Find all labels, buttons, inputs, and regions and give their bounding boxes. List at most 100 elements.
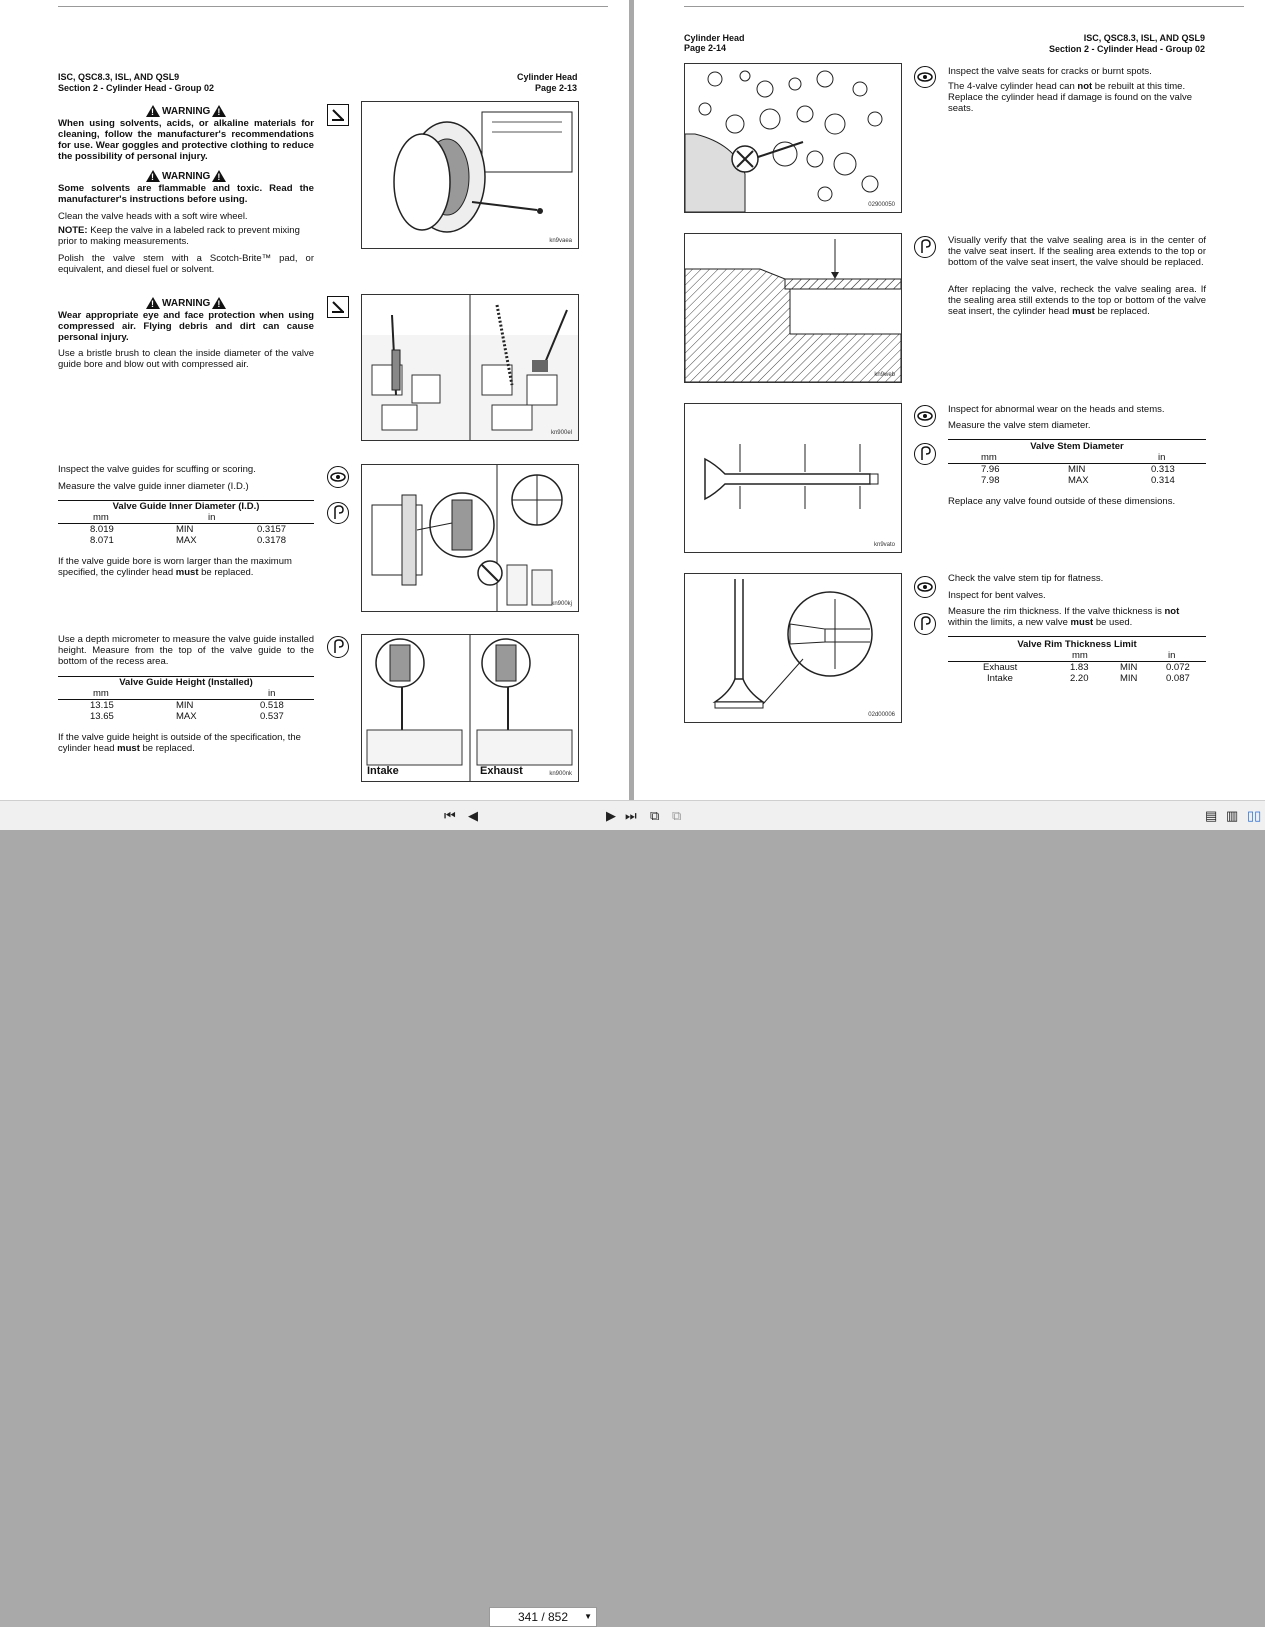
single-page-view-icon[interactable]: ▤: [1205, 808, 1218, 823]
next-page-icon[interactable]: ▶: [606, 808, 616, 823]
warning-icon: [212, 105, 227, 117]
measure-caliper-icon: [914, 236, 936, 258]
table-title: Valve Guide Height (Installed): [119, 677, 253, 688]
rim-thickness-table: Valve Rim Thickness Limit mm in Exhaust …: [948, 639, 1206, 684]
stem-diameter-table: Valve Stem Diameter mm in 7.96 MIN 0.313…: [948, 441, 1206, 486]
figure-code: kn900kj: [551, 601, 572, 607]
table-row: 13.15 MIN 0.518: [90, 700, 284, 711]
valve-rim-figure: 02d00006: [684, 573, 902, 723]
warning-heading: WARNING: [146, 105, 227, 117]
eye-inspect-icon: [327, 466, 349, 488]
figure-code: kn9vato: [873, 542, 895, 548]
intake-label: Intake: [367, 765, 399, 777]
warning-icon: [212, 170, 227, 182]
valve-seat-figure: 02900050: [684, 63, 902, 213]
wear-inspect-text: Inspect for abnormal wear on the heads a…: [948, 404, 1165, 415]
header-model: ISC, QSC8.3, ISL, AND QSL9: [58, 72, 180, 82]
measure-guide-text: Measure the valve guide inner diameter (…: [58, 481, 249, 492]
bristle-text: Use a bristle brush to clean the inside …: [58, 348, 314, 370]
table-header: mm in: [58, 512, 314, 524]
chevron-down-icon[interactable]: ▼: [584, 1612, 592, 1621]
eye-inspect-icon: [914, 405, 936, 427]
guide-bore-figure: kn900kj: [361, 464, 579, 612]
last-page-icon[interactable]: ⏭: [625, 808, 637, 823]
figure-code: kn900el: [550, 430, 572, 436]
table-row: 7.98 MAX 0.314: [981, 475, 1175, 486]
viewer-toolbar: ⏮ ◀ 341 / 852 ▼ ▶ ⏭ ⧉ ⧉ ▤ ▥ ▯▯: [0, 800, 1265, 1627]
valve-stem-figure: kn9vato: [684, 403, 902, 553]
first-page-icon[interactable]: ⏮: [444, 808, 456, 823]
wire-wheel-figure: kn9vaea: [361, 101, 579, 249]
depth-micrometer-text: Use a depth micrometer to measure the va…: [58, 634, 314, 667]
header-section: Section 2 - Cylinder Head - Group 02: [1048, 44, 1205, 54]
left-page: ISC, QSC8.3, ISL, AND QSL9 Section 2 - C…: [0, 0, 629, 800]
table-row: Intake 2.20 MIN 0.087: [987, 673, 1190, 684]
warning-icon: [146, 170, 160, 182]
clean-heads-text: Clean the valve heads with a soft wire w…: [58, 211, 248, 222]
tip-check-text: Check the valve stem tip for flatness.: [948, 573, 1104, 584]
figure-code: 02d00006: [868, 712, 895, 718]
warning-heading: WARNING: [146, 170, 227, 182]
header-page: Page 2-14: [684, 43, 727, 53]
sealing-verify-text: Visually verify that the valve sealing a…: [948, 235, 1206, 268]
sealing-recheck-text: After replacing the valve, recheck the v…: [948, 284, 1206, 317]
figure-code: kn900nk: [549, 771, 572, 777]
continuous-view-icon[interactable]: ▥: [1226, 808, 1239, 823]
exhaust-label: Exhaust: [480, 765, 523, 777]
table-rule: [948, 636, 1206, 637]
warning-icon: [212, 297, 227, 309]
table-row: 8.071 MAX 0.3178: [90, 535, 287, 546]
warning-icon: [146, 297, 160, 309]
warning-compressed-air: Wear appropriate eye and face protection…: [58, 310, 314, 343]
top-rule: [58, 6, 608, 7]
table-rule: [948, 439, 1206, 440]
table-row: 8.019 MIN 0.3157: [90, 524, 287, 535]
measure-caliper-icon: [327, 502, 349, 524]
table-header: mm in: [948, 650, 1206, 662]
warning-heading: WARNING: [146, 297, 227, 309]
page-number-input[interactable]: 341 / 852 ▼: [489, 1607, 597, 1627]
table-row: 13.65 MAX 0.537: [90, 711, 284, 722]
sealing-area-figure: kn9web: [684, 233, 902, 383]
header-title: Cylinder Head: [517, 72, 578, 82]
guide-height-figure: Intake Exhaust kn900nk: [361, 634, 579, 782]
eye-inspect-icon: [914, 576, 936, 598]
measure-caliper-icon: [914, 613, 936, 635]
header-title: Cylinder Head: [684, 33, 745, 43]
note-text: NOTE: Keep the valve in a labeled rack t…: [58, 225, 300, 247]
figure-code: kn9vaea: [549, 238, 572, 244]
warning-solvents: When using solvents, acids, or alkaline …: [58, 118, 314, 162]
copy-view-icon[interactable]: ⧉: [672, 808, 682, 823]
table-row: Exhaust 1.83 MIN 0.072: [983, 662, 1190, 673]
rim-measure-text: Measure the rim thickness. If the valve …: [948, 606, 1180, 628]
measure-caliper-icon: [914, 443, 936, 465]
guide-bore-text: If the valve guide bore is worn larger t…: [58, 556, 292, 578]
guide-height-table: Valve Guide Height (Installed) mm in 13.…: [58, 677, 314, 722]
header-page: Page 2-13: [535, 83, 578, 93]
guide-id-table: Valve Guide Inner Diameter (I.D.) mm in …: [58, 501, 314, 546]
replace-any-text: Replace any valve found outside of these…: [948, 496, 1176, 507]
guide-height-text: If the valve guide height is outside of …: [58, 732, 301, 754]
bent-inspect-text: Inspect for bent valves.: [948, 590, 1046, 601]
measure-stem-text: Measure the valve stem diameter.: [948, 420, 1091, 431]
header-section: Section 2 - Cylinder Head - Group 02: [58, 83, 215, 93]
previous-page-icon[interactable]: ◀: [468, 808, 478, 823]
table-title: Valve Guide Inner Diameter (I.D.): [112, 501, 260, 512]
bristle-brush-figure: kn900el: [361, 294, 579, 441]
table-header: mm in: [58, 688, 314, 700]
top-rule: [684, 6, 1244, 7]
seats-rebuild-text: The 4-valve cylinder head can not be reb…: [948, 81, 1192, 114]
two-page-view-icon[interactable]: ▯▯: [1247, 808, 1262, 823]
table-title: Valve Rim Thickness Limit: [1017, 639, 1137, 650]
seats-inspect-text: Inspect the valve seats for cracks or bu…: [948, 66, 1152, 77]
table-row: 7.96 MIN 0.313: [981, 464, 1175, 475]
table-rule: [58, 676, 314, 677]
table-rule: [58, 500, 314, 501]
header-model: ISC, QSC8.3, ISL, AND QSL9: [1083, 33, 1205, 43]
rotate-view-icon[interactable]: ⧉: [650, 808, 660, 823]
table-title: Valve Stem Diameter: [1030, 441, 1124, 452]
figure-code: kn9web: [874, 372, 895, 378]
measure-caliper-icon: [327, 636, 349, 658]
brush-tool-icon: [327, 104, 349, 126]
table-header: mm in: [948, 452, 1206, 464]
